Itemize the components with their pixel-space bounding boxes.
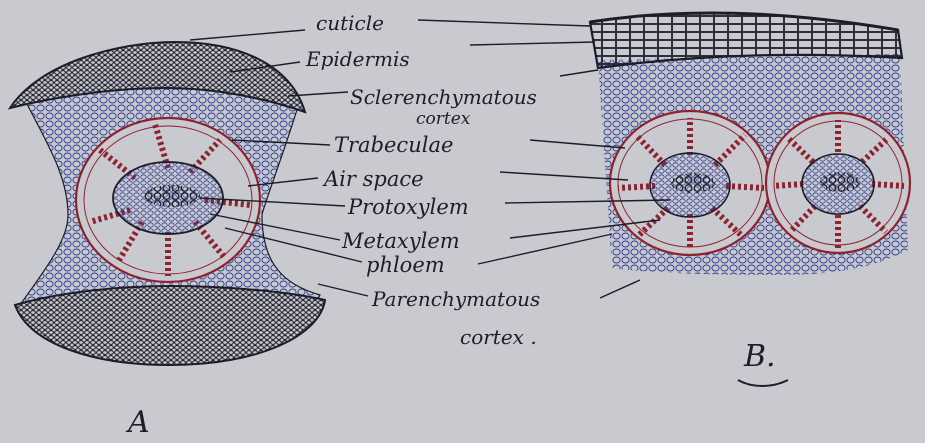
- figure-a-cross-section: [10, 42, 325, 365]
- figure-b-bundle-1: [610, 111, 770, 255]
- figure-b-cross-section: [590, 13, 910, 275]
- leader-cuticle-left: [190, 30, 305, 40]
- figure-label-b-underline: [738, 380, 788, 386]
- leader-parenchyma-right: [600, 280, 640, 298]
- label-sclerenchyma-line1: Sclerenchymatous: [350, 85, 537, 109]
- figure-a-xylem-cluster: [144, 185, 200, 207]
- leader-sclerenchyma-right: [560, 70, 598, 76]
- label-parenchyma-line1: Parenchymatous: [371, 287, 540, 311]
- figure-b-bundle-2: [766, 113, 910, 253]
- label-epidermis: Epidermis: [305, 47, 410, 71]
- label-phloem: phloem: [366, 253, 445, 277]
- label-parenchyma-line2: cortex .: [460, 325, 537, 349]
- figure-label-a: A: [125, 405, 150, 440]
- leader-epidermis-right: [470, 42, 595, 45]
- label-metaxylem: Metaxylem: [341, 229, 460, 253]
- label-air-space: Air space: [322, 167, 424, 191]
- label-trabeculae: Trabeculae: [334, 133, 453, 157]
- figure-label-b: B.: [743, 339, 776, 374]
- label-sclerenchyma-line2: cortex: [416, 109, 471, 129]
- label-protoxylem: Protoxylem: [347, 195, 469, 219]
- leader-phloem-right: [478, 234, 612, 264]
- label-cuticle: cuticle: [316, 11, 384, 35]
- leader-parenchyma-left: [318, 284, 368, 296]
- figure-a-bottom-sclerenchyma: [15, 286, 325, 365]
- leader-cuticle-right: [418, 20, 590, 26]
